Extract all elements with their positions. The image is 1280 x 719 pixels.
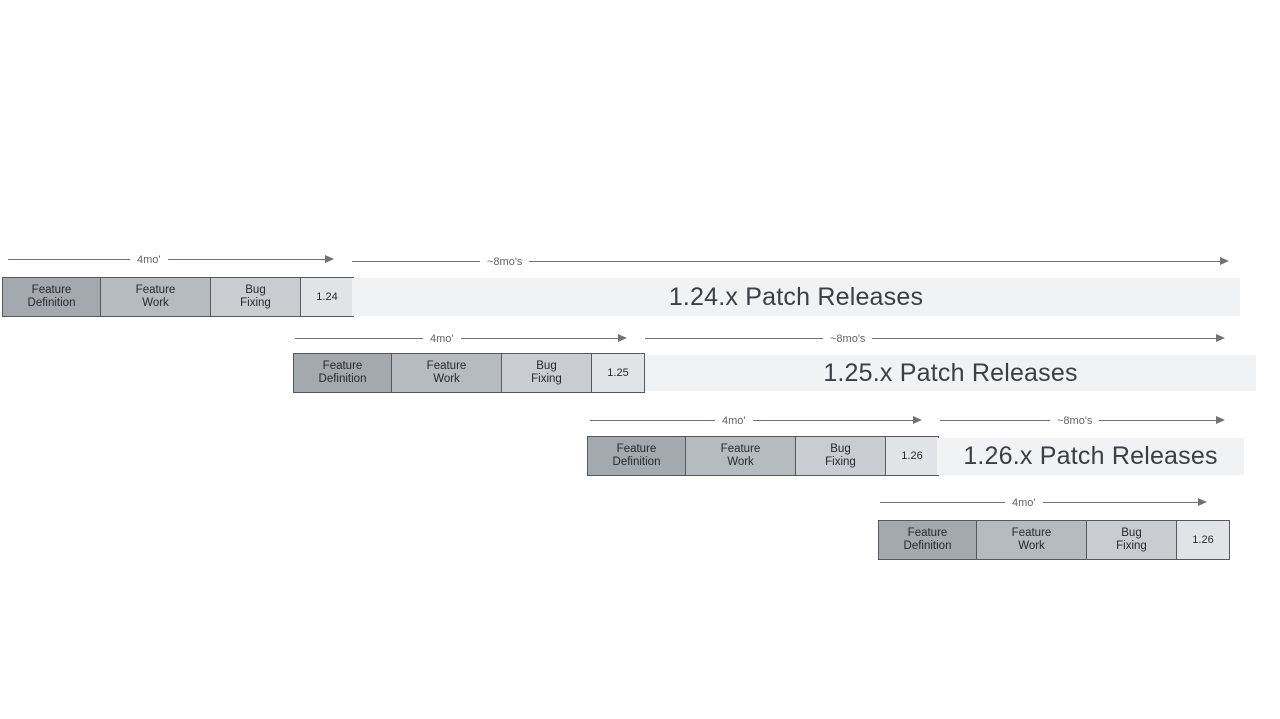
phase-label-line: Bug <box>1121 527 1142 539</box>
phase-feature-definition: Feature Definition <box>879 521 977 559</box>
phase-feature-work: Feature Work <box>392 354 502 392</box>
phase-label-line: Fixing <box>1116 540 1147 552</box>
patch-duration-arrow-2: ~8mo's <box>645 331 1225 345</box>
phase-label-line: Feature <box>426 360 467 372</box>
patch-releases-title: 1.24.x Patch Releases <box>668 282 924 311</box>
version-box: 1.26 <box>886 437 938 475</box>
cycle-duration-arrow-4: 4mo' <box>880 495 1207 509</box>
patch-duration-arrow-1: ~8mo's <box>352 254 1229 268</box>
phase-label-line: Definition <box>612 456 661 468</box>
cycle-duration-label: 4mo' <box>1012 497 1036 509</box>
arrow-line <box>295 337 423 339</box>
phase-label-line: Feature <box>135 284 176 296</box>
phase-label-line: Definition <box>27 297 76 309</box>
phase-label-line: Feature <box>616 443 657 455</box>
phase-feature-definition: Feature Definition <box>588 437 686 475</box>
patch-duration-label: ~8mo's <box>487 256 523 268</box>
patch-duration-label: ~8mo's <box>1057 415 1093 427</box>
phase-feature-work: Feature Work <box>686 437 796 475</box>
phase-label-line: Feature <box>1011 527 1052 539</box>
cycle-duration-label: 4mo' <box>137 254 161 266</box>
phase-label-line: Work <box>142 297 169 309</box>
patch-releases-title: 1.26.x Patch Releases <box>963 442 1218 470</box>
version-box: 1.25 <box>592 354 644 392</box>
phase-label-line: Definition <box>318 373 367 385</box>
phase-bug-fixing: Bug Fixing <box>796 437 886 475</box>
phase-label-line: Bug <box>830 443 851 455</box>
release-cycle-bar-2: Feature Definition Feature Work Bug Fixi… <box>293 353 645 393</box>
phase-label-line: Feature <box>907 527 948 539</box>
phase-label-line: Work <box>727 456 754 468</box>
phase-label-line: Work <box>433 373 460 385</box>
phase-bug-fixing: Bug Fixing <box>502 354 592 392</box>
phase-bug-fixing: Bug Fixing <box>211 278 301 316</box>
arrow-line <box>880 501 1005 503</box>
phase-label-line: Definition <box>903 540 952 552</box>
phase-label-line: Work <box>1018 540 1045 552</box>
arrow-line-with-head <box>167 254 334 263</box>
patch-releases-bar-1: 1.24.x Patch Releases <box>352 278 1240 316</box>
phase-label-line: Feature <box>322 360 363 372</box>
arrow-line-with-head <box>872 333 1225 342</box>
patch-releases-bar-3: 1.26.x Patch Releases <box>937 438 1244 475</box>
arrow-line-with-head <box>1042 497 1207 506</box>
cycle-duration-arrow-2: 4mo' <box>295 331 627 345</box>
patch-duration-arrow-3: ~8mo's <box>940 413 1225 427</box>
arrow-line-with-head <box>1099 415 1225 424</box>
version-box: 1.24 <box>301 278 353 316</box>
phase-feature-work: Feature Work <box>977 521 1087 559</box>
arrow-line <box>645 337 823 339</box>
cycle-duration-arrow-1: 4mo' <box>8 252 334 266</box>
phase-label-line: Fixing <box>240 297 271 309</box>
cycle-duration-label: 4mo' <box>722 415 746 427</box>
phase-label-line: Fixing <box>825 456 856 468</box>
phase-label-line: Feature <box>31 284 72 296</box>
phase-feature-work: Feature Work <box>101 278 211 316</box>
release-cycle-bar-3: Feature Definition Feature Work Bug Fixi… <box>587 436 939 476</box>
phase-bug-fixing: Bug Fixing <box>1087 521 1177 559</box>
patch-duration-label: ~8mo's <box>830 333 866 345</box>
release-cycle-bar-1: Feature Definition Feature Work Bug Fixi… <box>2 277 354 317</box>
version-box: 1.26 <box>1177 521 1229 559</box>
release-cycle-bar-4: Feature Definition Feature Work Bug Fixi… <box>878 520 1230 560</box>
arrow-line-with-head <box>752 415 922 424</box>
patch-releases-bar-2: 1.25.x Patch Releases <box>645 355 1256 391</box>
arrow-line-with-head <box>460 333 627 342</box>
cycle-duration-arrow-3: 4mo' <box>590 413 922 427</box>
arrow-line <box>8 258 130 260</box>
arrow-line-with-head <box>529 256 1229 265</box>
phase-label-line: Bug <box>245 284 266 296</box>
arrow-line <box>940 419 1050 421</box>
cycle-duration-label: 4mo' <box>430 333 454 345</box>
phase-label-line: Feature <box>720 443 761 455</box>
phase-label-line: Bug <box>536 360 557 372</box>
patch-releases-title: 1.25.x Patch Releases <box>823 358 1078 387</box>
arrow-line <box>590 419 715 421</box>
phase-label-line: Fixing <box>531 373 562 385</box>
phase-feature-definition: Feature Definition <box>294 354 392 392</box>
arrow-line <box>352 260 480 262</box>
phase-feature-definition: Feature Definition <box>3 278 101 316</box>
